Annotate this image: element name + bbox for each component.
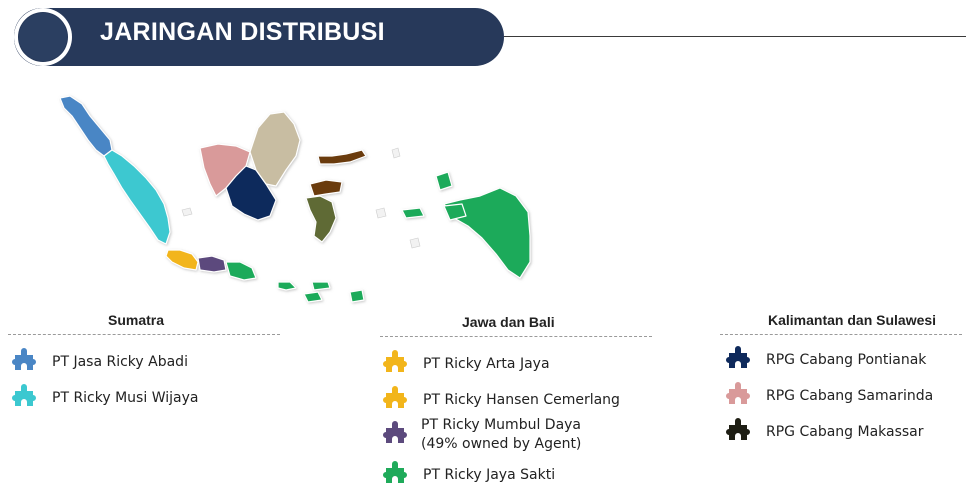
puzzle-icon [383,350,407,372]
puzzle-icon [383,386,407,408]
legend-label: PT Ricky Mumbul Daya (49% owned by Agent… [421,416,581,454]
legend-heading-jawa-bali: Jawa dan Bali [462,314,555,330]
legend-item-ricky-arta-jaya: PT Ricky Arta Jaya [383,350,550,378]
legend-item-ricky-hansen-cemerlang: PT Ricky Hansen Cemerlang [383,386,620,414]
map-sumatra-north [59,95,113,157]
puzzle-icon [726,346,750,368]
puzzle-icon [726,418,750,440]
map-kalimantan-east [249,111,301,187]
map-small-islands [181,147,421,249]
legend-item-ricky-musi-wijaya: PT Ricky Musi Wijaya [12,384,198,412]
legend-label: PT Ricky Hansen Cemerlang [423,391,620,408]
map-java-west [165,249,199,271]
legend-heading-sumatra: Sumatra [108,312,165,328]
legend-label-line2: (49% owned by Agent) [421,436,582,452]
puzzle-icon [383,461,407,483]
legend-label: PT Jasa Ricky Abadi [52,353,188,370]
legend-rule-jawa-bali [380,336,652,337]
map-nusa-tenggara-4 [349,289,365,303]
legend-item-cabang-makassar: RPG Cabang Makassar [726,418,924,446]
legend-label: PT Ricky Jaya Sakti [423,466,556,483]
puzzle-icon [12,348,36,370]
map-maluku-2 [435,171,453,191]
map-nusa-tenggara-2 [311,281,331,291]
legend-label: RPG Cabang Makassar [766,423,924,440]
map-sulawesi-south [305,195,337,243]
title-circle-ornament [14,8,72,66]
map-nusa-tenggara-1 [277,281,297,291]
map-sulawesi-north [317,149,367,165]
map-papua-west [443,203,467,221]
puzzle-icon [726,382,750,404]
legend-item-cabang-pontianak: RPG Cabang Pontianak [726,346,926,374]
legend-heading-kalimantan-sulawesi: Kalimantan dan Sulawesi [768,312,937,328]
title-banner [14,8,504,66]
legend-label: PT Ricky Musi Wijaya [52,389,199,406]
puzzle-icon [383,421,407,443]
map-maluku-1 [401,207,425,219]
legend-label: RPG Cabang Pontianak [766,351,927,368]
map-kalimantan-south [225,165,277,221]
legend-item-ricky-mumbul-daya: PT Ricky Mumbul Daya (49% owned by Agent… [383,416,581,454]
legend-item-jasa-ricky-abadi: PT Jasa Ricky Abadi [12,348,188,376]
map-java-east [225,261,257,281]
legend-rule-sumatra [8,334,280,335]
map-nusa-tenggara-3 [303,291,323,303]
legend-label: RPG Cabang Samarinda [766,387,934,404]
puzzle-icon [12,384,36,406]
map-sumatra-south [103,149,171,245]
map-java-central [197,255,227,273]
legend-item-ricky-jaya-sakti: PT Ricky Jaya Sakti [383,461,555,489]
title-rule [504,36,966,37]
legend-label-line1: PT Ricky Mumbul Daya [421,417,582,433]
page-title: JARINGAN DISTRIBUSI [100,18,385,46]
legend-label: PT Ricky Arta Jaya [423,355,550,372]
legend-item-cabang-samarinda: RPG Cabang Samarinda [726,382,933,410]
map-papua [443,187,531,279]
map-sulawesi-central [309,179,343,197]
legend-rule-kalimantan-sulawesi [720,334,962,335]
